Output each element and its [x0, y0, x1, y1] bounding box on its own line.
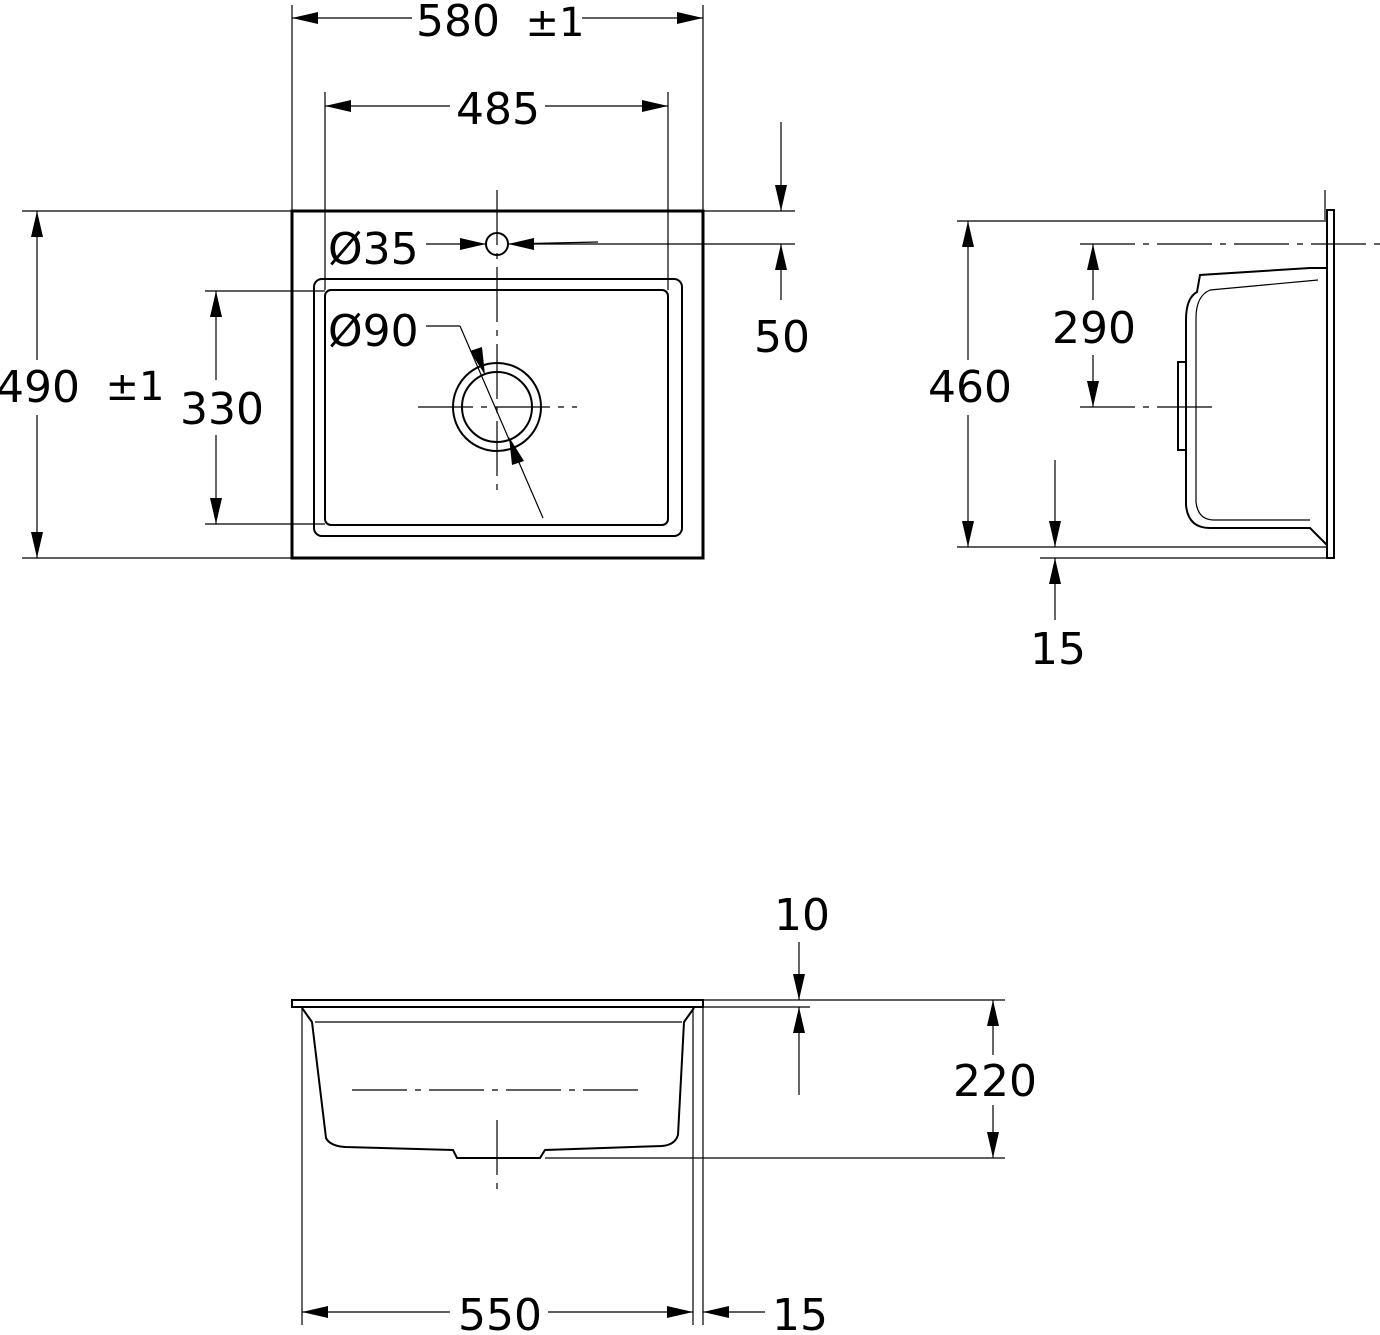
top-bowl-width-label: 485 [456, 84, 540, 135]
side-edge-offset-label: 15 [1030, 624, 1086, 675]
top-bowl-depth-label: 330 [180, 384, 264, 435]
side-drain-stub [1177, 361, 1187, 451]
top-view: 580 ±1 485 490 ±1 330 Ø35 Ø90 [0, 0, 810, 560]
drain-diameter-label: Ø90 [328, 306, 419, 357]
side-flange [1326, 209, 1335, 559]
front-edge-offset-label: 15 [772, 1290, 828, 1335]
tap-hole-diameter-label: Ø35 [328, 224, 419, 275]
top-overall-width-label: 580 [416, 0, 500, 47]
side-view: 460 290 15 [928, 190, 1380, 675]
front-view: 10 220 550 15 [291, 890, 1037, 1335]
front-rim-thickness-label: 10 [774, 890, 830, 941]
front-bowl-height-label: 220 [953, 1056, 1037, 1107]
bowl-rim [313, 278, 683, 537]
side-drain-offset-label: 290 [1052, 303, 1136, 354]
tap-hole-offset-label: 50 [754, 312, 810, 363]
top-overall-depth-label: 490 [0, 362, 80, 413]
front-bowl-width-label: 550 [458, 1290, 542, 1335]
top-width-tolerance-label: ±1 [526, 0, 585, 46]
side-depth-label: 460 [928, 362, 1012, 413]
front-bowl-profile [301, 1007, 695, 1159]
front-rim [291, 999, 704, 1008]
side-bowl-profile [1185, 267, 1328, 546]
top-depth-tolerance-label: ±1 [106, 364, 165, 410]
